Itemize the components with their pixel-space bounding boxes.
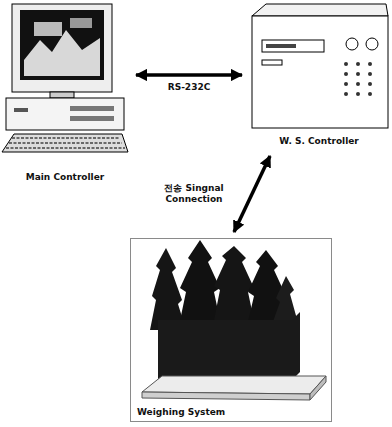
node-label: W. S. Controller xyxy=(248,137,390,147)
keypad-button xyxy=(344,92,348,96)
signal-arrow xyxy=(136,73,242,77)
drive-slot xyxy=(70,116,114,121)
keypad xyxy=(344,62,372,96)
scale-platform xyxy=(142,376,326,394)
drive-slot xyxy=(70,106,114,111)
computer-base xyxy=(6,98,124,130)
monitor-stand xyxy=(50,92,74,98)
keypad-button xyxy=(356,72,360,76)
edge-label: 전송 Singnal Connection xyxy=(146,183,242,205)
keypad-button xyxy=(356,62,360,66)
power-switch xyxy=(14,108,28,112)
node-label: Main Controller xyxy=(0,173,130,183)
plant-container xyxy=(158,312,300,380)
screen-scene xyxy=(24,30,100,76)
keypad-button xyxy=(356,82,360,86)
edge-label: RS-232C xyxy=(166,82,213,93)
panel-knob xyxy=(346,38,358,50)
keypad-button xyxy=(344,62,348,66)
panel-knob xyxy=(366,38,378,50)
cabinet-lid xyxy=(252,4,388,16)
weighing-system-node: Weighing System xyxy=(130,238,332,422)
keyboard-keys xyxy=(6,138,125,148)
monitor-screen xyxy=(20,10,104,80)
display-panel xyxy=(262,40,324,52)
scale-platform-edge xyxy=(142,392,310,400)
cabinet-body xyxy=(252,16,388,128)
display-digits xyxy=(266,44,296,48)
keypad-button xyxy=(344,72,348,76)
screen-scene xyxy=(34,22,62,36)
keypad-button xyxy=(344,82,348,86)
panel-switch xyxy=(262,60,282,65)
keypad-button xyxy=(368,82,372,86)
keypad-button xyxy=(368,62,372,66)
controller-node: W. S. Controller xyxy=(248,0,390,150)
keyboard xyxy=(2,134,128,152)
screen-scene xyxy=(70,18,92,28)
keypad-button xyxy=(368,72,372,76)
computer-node: Main Controller xyxy=(0,0,130,186)
node-label: Weighing System xyxy=(137,408,225,418)
monitor-case xyxy=(12,4,112,92)
keypad-button xyxy=(356,92,360,96)
scale-platform-side xyxy=(310,376,326,400)
keypad-button xyxy=(368,92,372,96)
